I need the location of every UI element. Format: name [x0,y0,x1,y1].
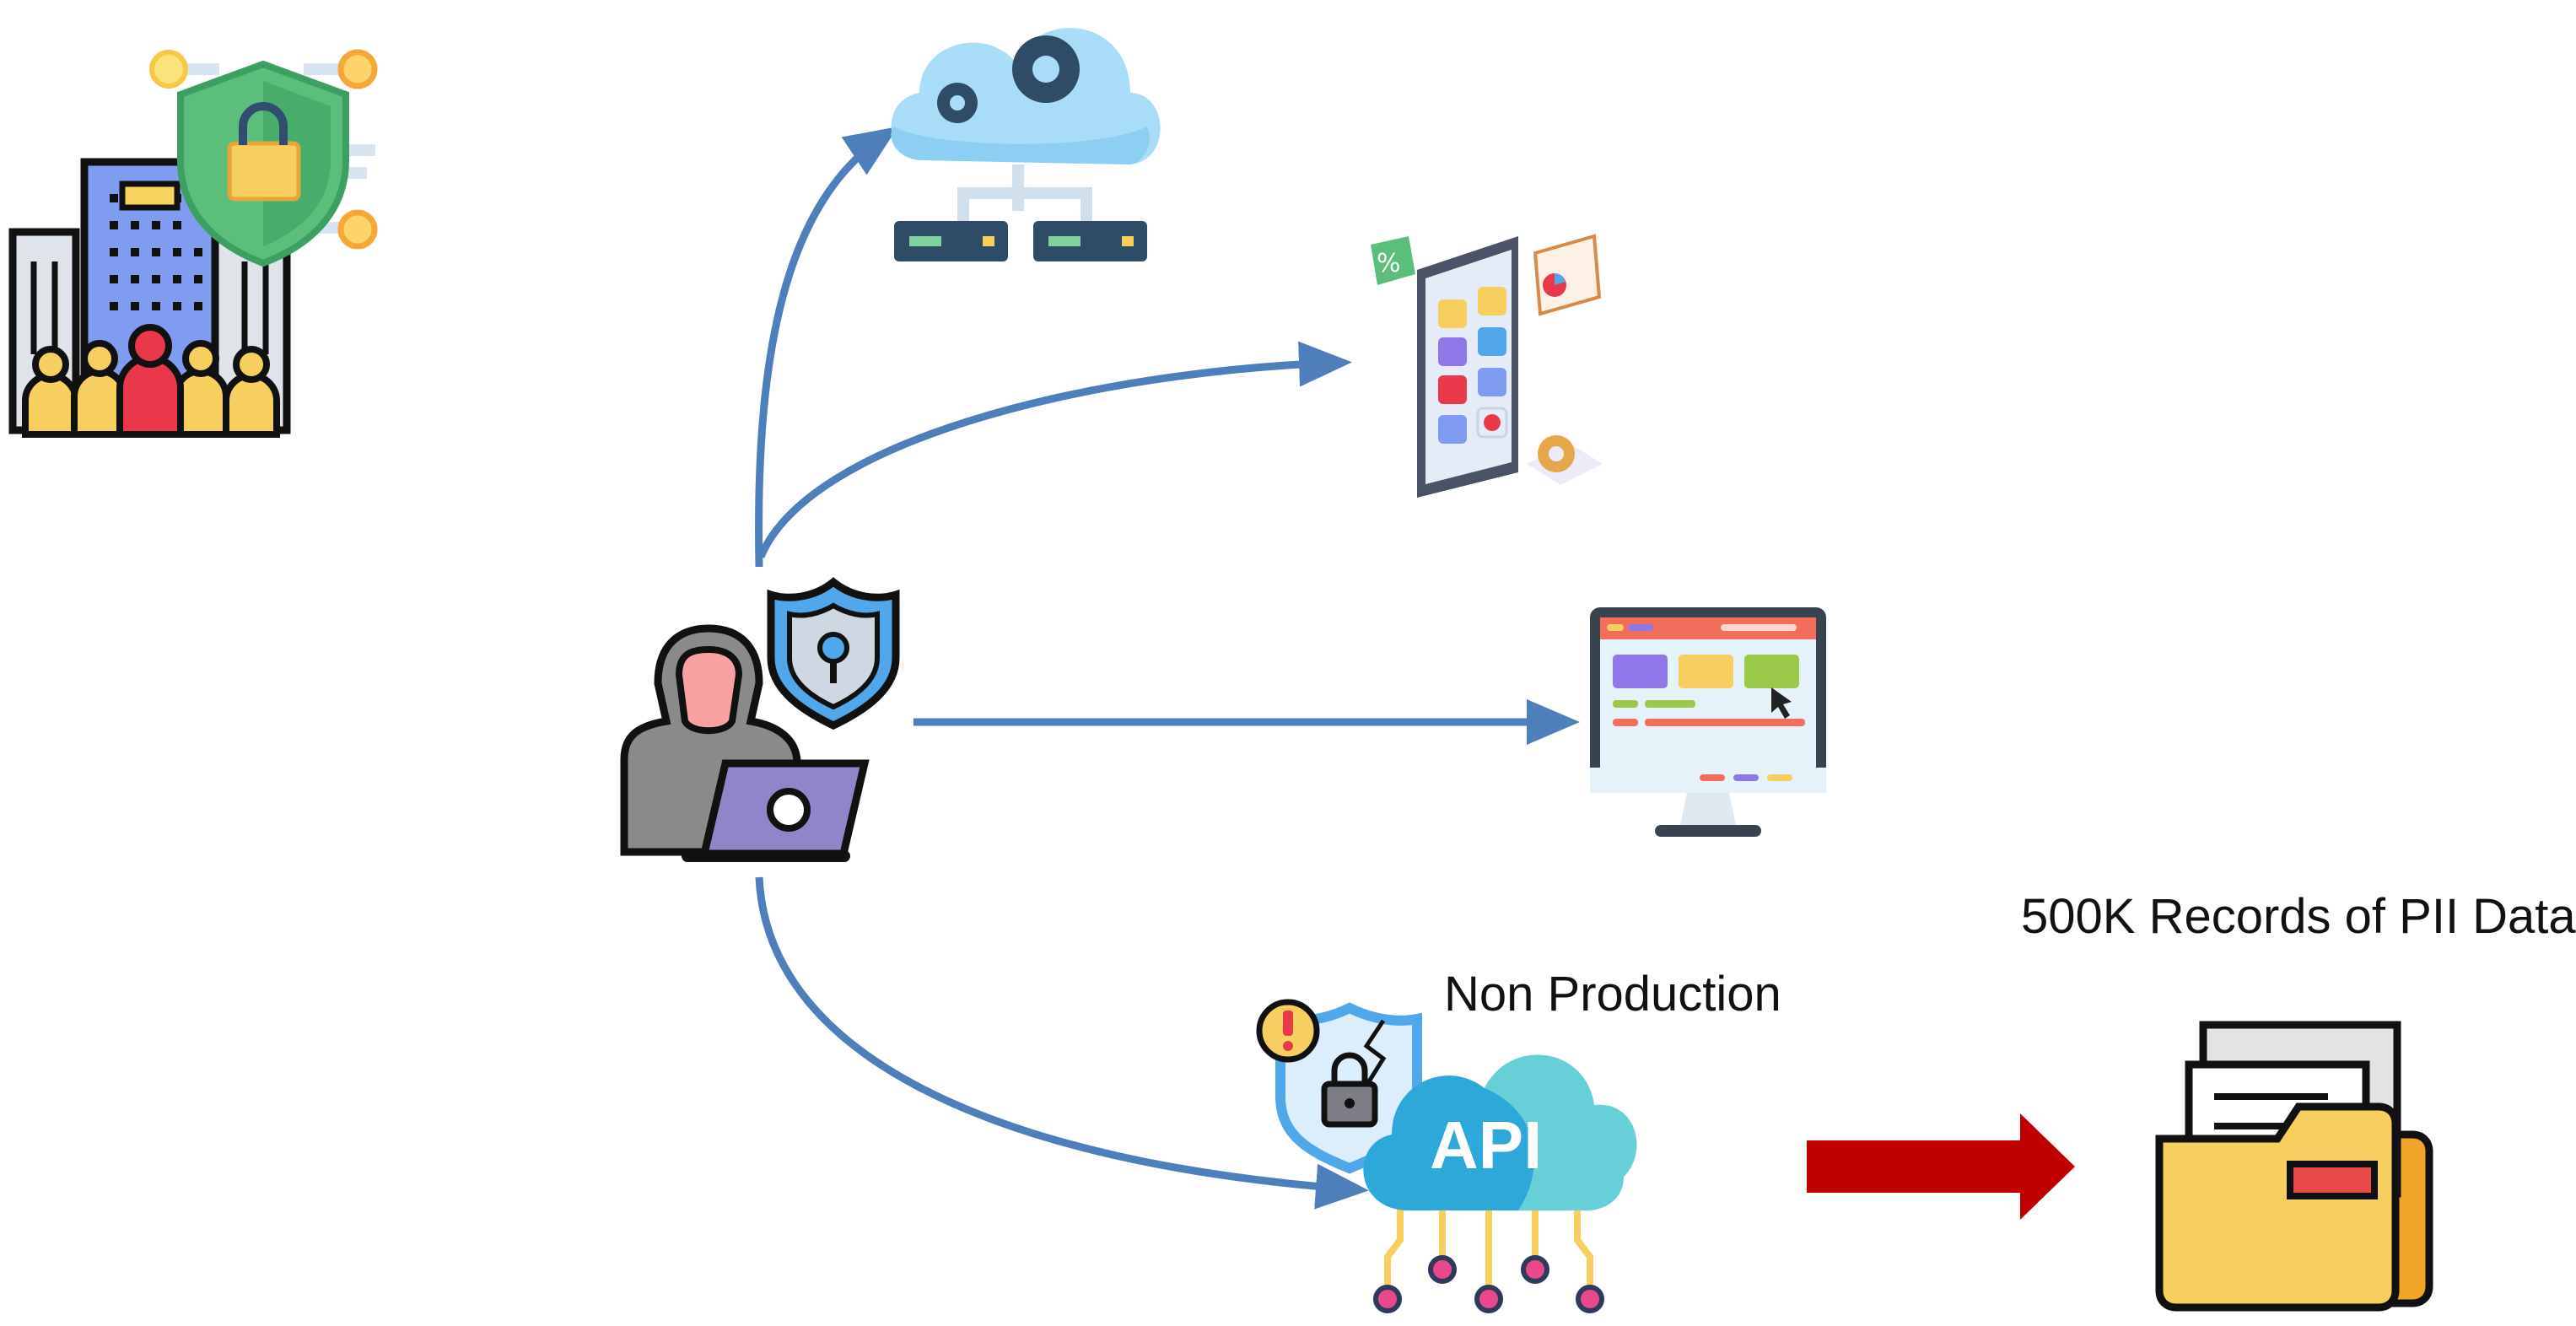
cloud-server-icon [891,28,1161,261]
api-text: API [1430,1108,1542,1183]
arrow-to-api [755,876,1369,1210]
non-production-label: Non Production [1444,967,1781,1021]
organization-security-icon [8,49,378,438]
api-cloud-icon: API [1256,999,1637,1313]
exfiltration-arrow [1807,1113,2075,1220]
flow-arrows [755,127,1580,1210]
mobile-app-icon: % [1371,234,1603,498]
pii-records-label: 500K Records of PII Data [2021,889,2576,944]
web-app-monitor-icon [1590,607,1826,837]
arrow-to-cloud-server [755,127,898,568]
pii-data-folder-icon [2155,1021,2433,1312]
hacker-icon [620,577,900,862]
arrow-to-mobile-app [757,341,1352,558]
svg-text:%: % [1377,249,1401,278]
